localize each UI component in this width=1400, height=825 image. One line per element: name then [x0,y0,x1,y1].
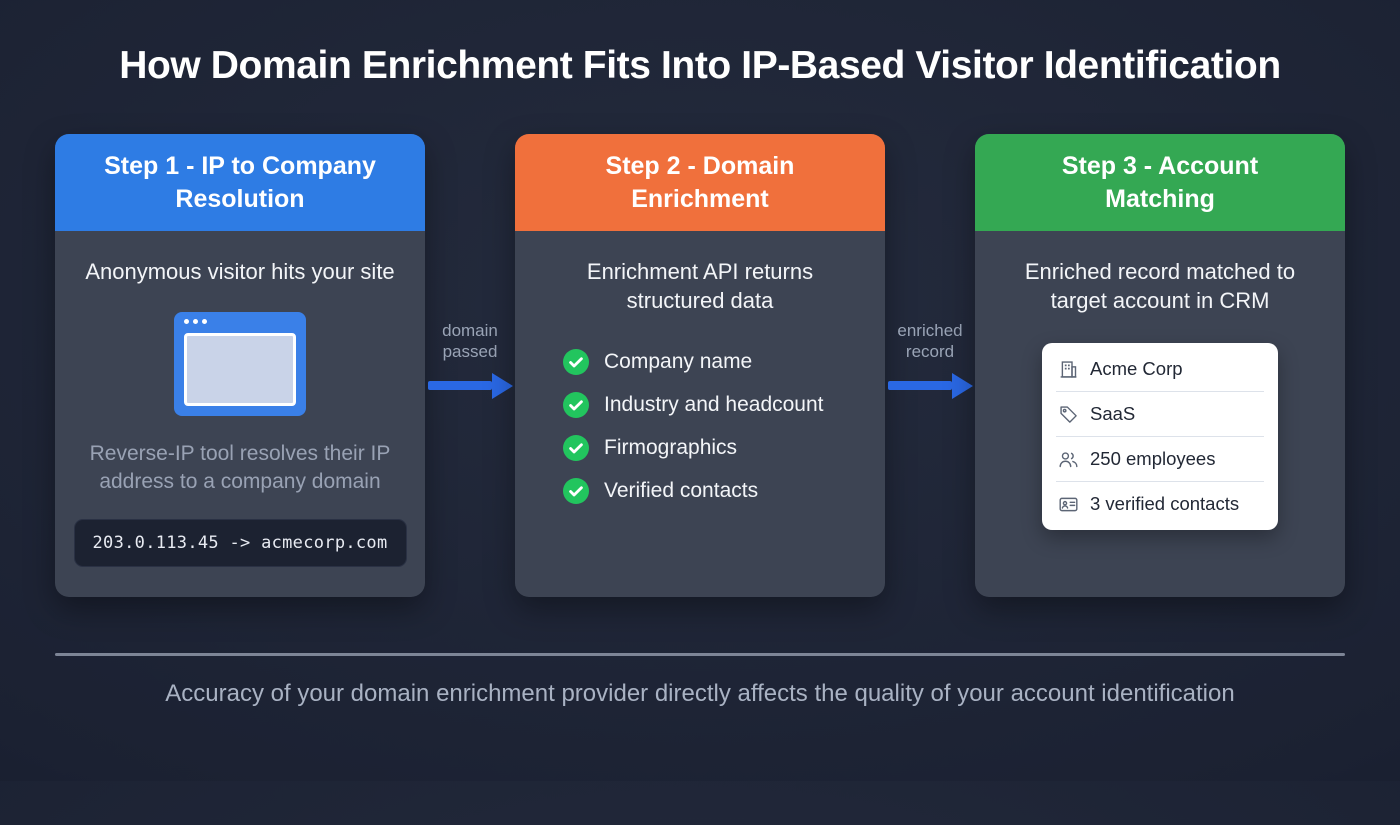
step-1-body: Anonymous visitor hits your site Reverse… [55,231,425,597]
step-2-lead: Enrichment API returns structured data [586,259,814,314]
enrichment-fields-list: Company name Industry and headcount Firm… [535,349,824,505]
arrow-shaft [887,381,952,390]
building-icon [1058,359,1079,380]
contact-card-icon [1058,494,1079,515]
crm-row: SaaS [1056,392,1264,438]
crm-row-label: Acme Corp [1090,358,1183,380]
check-icon [563,478,589,505]
list-item: Firmographics [563,435,824,462]
footer-note: Accuracy of your domain enrichment provi… [165,680,1235,707]
list-item-label: Company name [604,350,753,374]
list-item: Verified contacts [563,478,824,505]
arrow-head [491,372,513,399]
arrow-shaft [427,381,492,390]
step-3-lead: Enriched record matched to target accoun… [1024,259,1296,314]
crm-row-label: SaaS [1090,403,1136,425]
list-item: Industry and headcount [563,392,824,419]
step-2-body: Enrichment API returns structured data C… [515,231,885,597]
people-icon [1058,449,1079,470]
list-item: Company name [563,349,824,376]
infographic: How Domain Enrichment Fits Into IP-Based… [0,44,1400,708]
list-item-label: Firmographics [604,436,738,460]
arrow-1-label: domain passed [442,321,498,362]
footer-divider [55,653,1345,656]
arrow-zone-1: domain passed [425,134,515,399]
step-1-lead: Anonymous visitor hits your site [85,259,395,284]
list-item-label: Verified contacts [604,479,759,503]
right-arrow-icon [887,372,973,399]
step-1-header: Step 1 - IP to Company Resolution [55,134,425,231]
flow-diagram: Step 1 - IP to Company Resolution Anonym… [0,134,1400,597]
tag-icon [1058,404,1079,425]
check-icon [563,392,589,419]
crm-row: 3 verified contacts [1056,482,1264,526]
arrow-zone-2: enriched record [885,134,975,399]
crm-record-card: Acme Corp SaaS [1042,343,1278,531]
crm-row-label: 250 employees [1090,448,1216,470]
step-1-description: Reverse-IP tool resolves their IP addres… [89,442,391,494]
step-3-body: Enriched record matched to target accoun… [975,231,1345,597]
page-title: How Domain Enrichment Fits Into IP-Based… [119,44,1281,87]
check-icon [563,435,589,462]
check-icon [563,349,589,376]
list-item-label: Industry and headcount [604,393,824,417]
step-2-header: Step 2 - Domain Enrichment [515,134,885,231]
browser-window-icon [174,312,306,417]
step-3-header: Step 3 - Account Matching [975,134,1345,231]
arrow-2-label: enriched record [897,321,963,362]
crm-row: Acme Corp [1056,347,1264,393]
crm-row: 250 employees [1056,437,1264,483]
step-1-card: Step 1 - IP to Company Resolution Anonym… [55,134,425,597]
arrow-head [951,372,973,399]
browser-dots-icon [184,319,207,325]
browser-viewport [184,333,296,407]
step-3-card: Step 3 - Account Matching Enriched recor… [975,134,1345,597]
crm-row-label: 3 verified contacts [1090,493,1240,515]
ip-to-domain-code: 203.0.113.45 -> acmecorp.com [73,518,407,567]
right-arrow-icon [427,372,513,399]
step-2-card: Step 2 - Domain Enrichment Enrichment AP… [515,134,885,597]
